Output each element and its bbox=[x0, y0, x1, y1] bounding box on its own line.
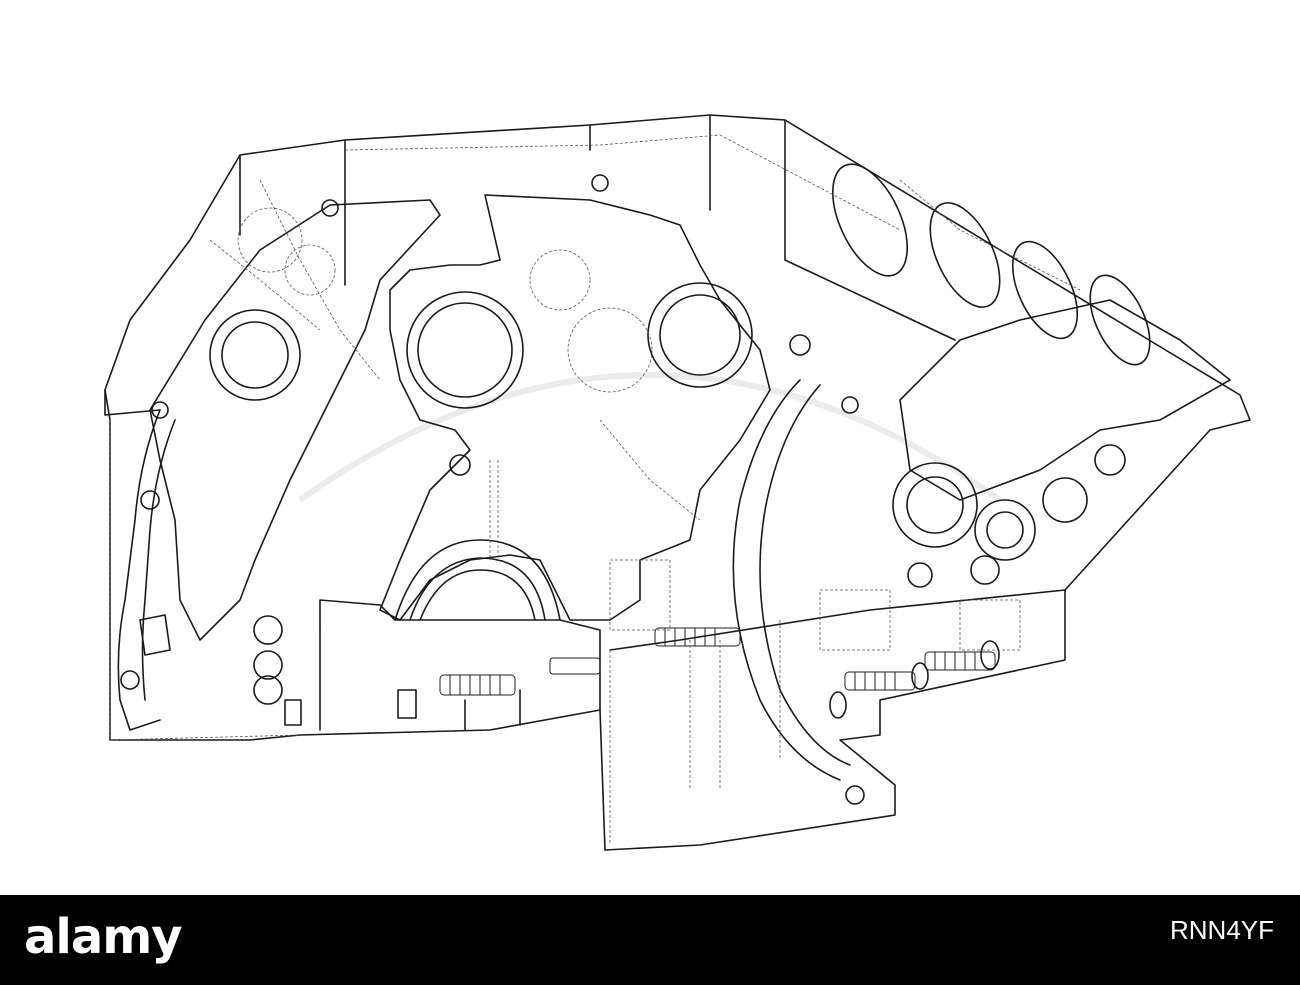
engine-block-wireframe-drawing bbox=[104, 114, 1251, 851]
stock-footer-bar: alamy RNN4YF bbox=[0, 895, 1300, 985]
lower-skirt bbox=[109, 420, 1066, 845]
left-end-flange bbox=[117, 409, 283, 731]
center-web bbox=[379, 174, 859, 621]
right-cylinder-bank bbox=[832, 163, 1231, 588]
hidden-lines bbox=[209, 134, 1081, 790]
bolts bbox=[439, 627, 1000, 719]
image-id-label: RNN4YF bbox=[1169, 915, 1274, 945]
front-rib bbox=[120, 379, 865, 805]
left-cylinder-bank bbox=[149, 199, 441, 641]
alamy-logo: alamy bbox=[24, 909, 183, 965]
engine-block-svg bbox=[104, 114, 1251, 851]
